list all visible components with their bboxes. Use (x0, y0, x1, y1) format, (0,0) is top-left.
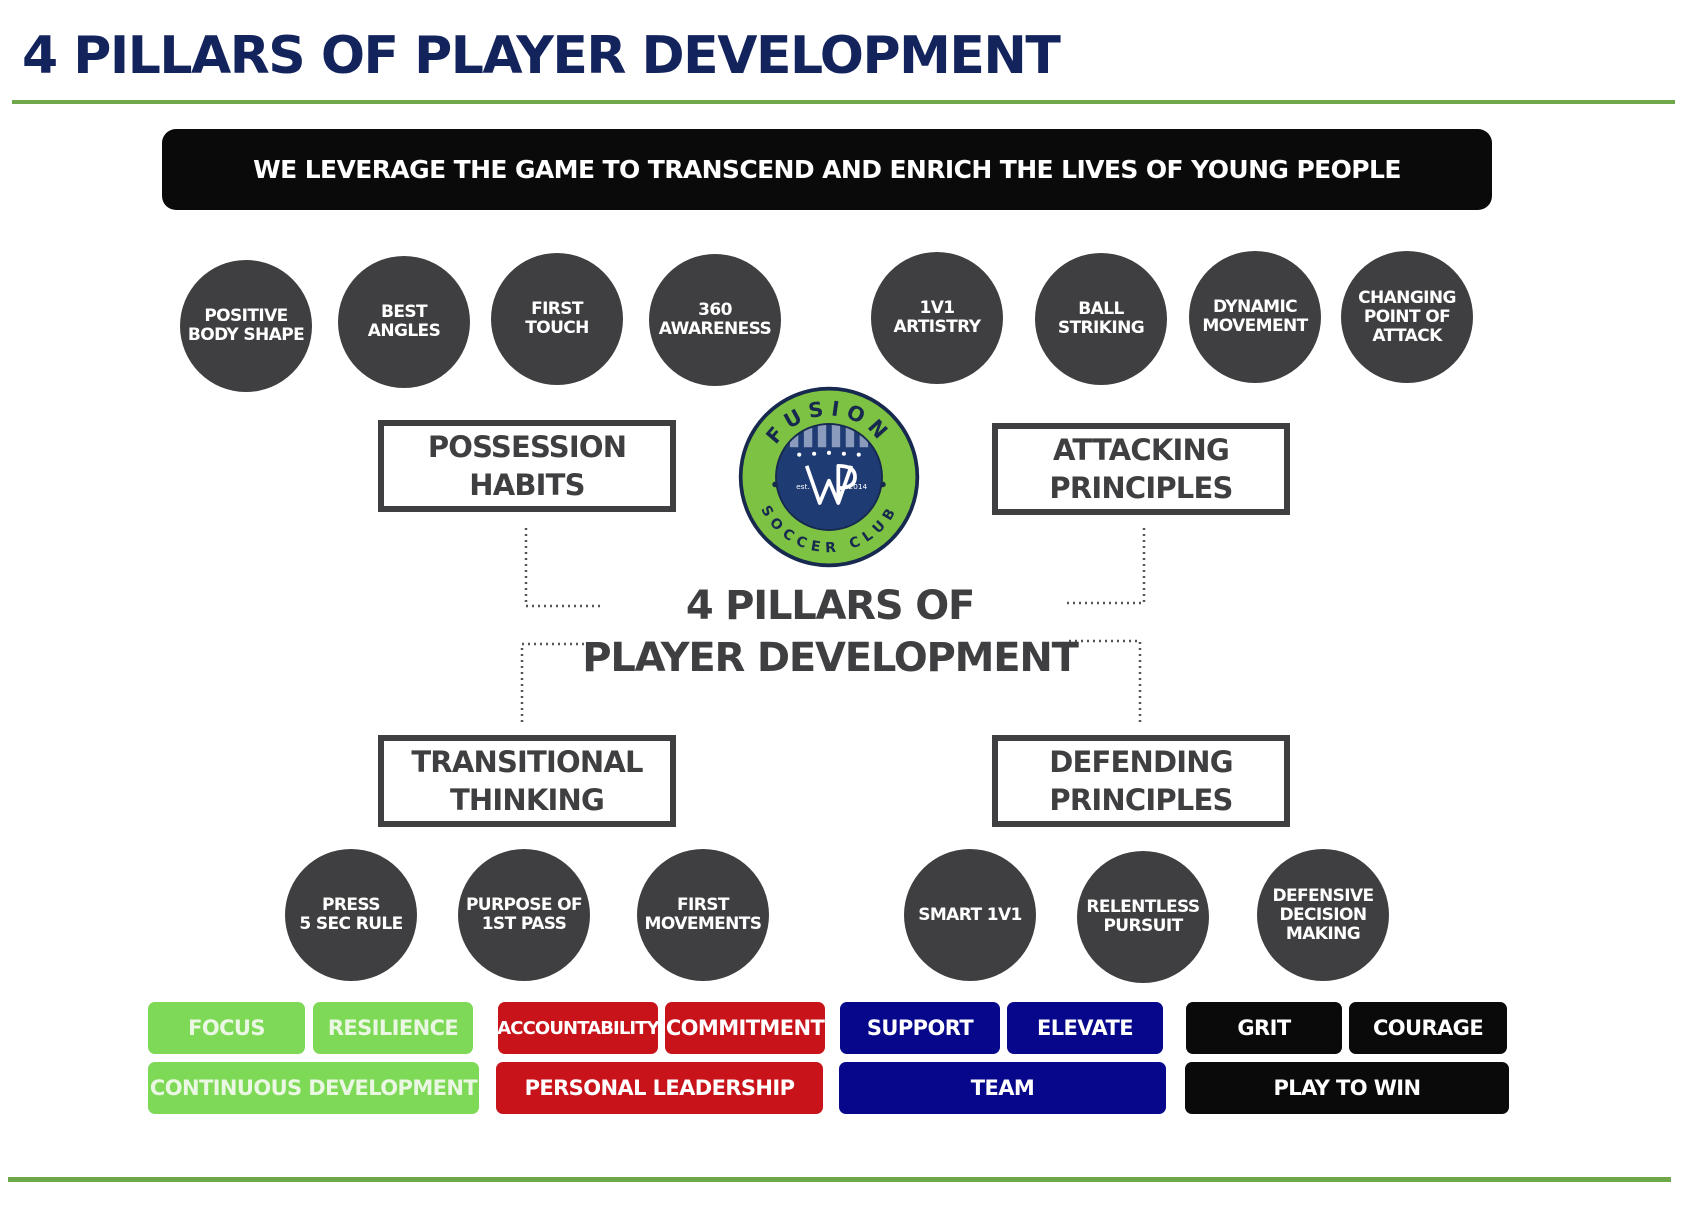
circle-smart-1v1: SMART 1V1 (904, 849, 1036, 981)
connector-attacking (1066, 528, 1146, 605)
circle-360-awareness: 360 AWARENESS (649, 254, 781, 386)
value-courage: COURAGE (1349, 1002, 1507, 1054)
value-accountability: ACCOUNTABILITY (498, 1002, 658, 1054)
value-team: TEAM (839, 1062, 1166, 1114)
mission-banner: WE LEVERAGE THE GAME TO TRANSCEND AND EN… (162, 129, 1492, 210)
circle-press-5-sec-rule: PRESS 5 SEC RULE (285, 849, 417, 981)
value-continuous-development: CONTINUOUS DEVELOPMENT (148, 1062, 479, 1114)
value-focus: FOCUS (148, 1002, 305, 1054)
circle-positive-body-shape: POSITIVE BODY SHAPE (180, 260, 312, 392)
circle-purpose-of-1st-pass: PURPOSE OF 1ST PASS (458, 849, 590, 981)
circle-1v1-artistry: 1V1 ARTISTRY (871, 252, 1003, 384)
value-resilience: RESILIENCE (313, 1002, 473, 1054)
circle-defensive-decision-making: DEFENSIVE DECISION MAKING (1257, 849, 1389, 981)
logo-est: est. (796, 482, 810, 491)
circle-first-touch: FIRST TOUCH (491, 253, 623, 385)
logo-year: 2014 (848, 482, 867, 491)
pillar-defending-principles: DEFENDING PRINCIPLES (992, 735, 1290, 827)
value-play-to-win: PLAY TO WIN (1185, 1062, 1509, 1114)
value-grit: GRIT (1186, 1002, 1342, 1054)
circle-first-movements: FIRST MOVEMENTS (637, 849, 769, 981)
bottom-divider (8, 1177, 1671, 1182)
value-commitment: COMMITMENT (665, 1002, 825, 1054)
pillar-possession-habits: POSSESSION HABITS (378, 420, 676, 512)
circle-best-angles: BEST ANGLES (338, 256, 470, 388)
circle-changing-point-of-attack: CHANGING POINT OF ATTACK (1341, 251, 1473, 383)
circle-relentless-pursuit: RELENTLESS PURSUIT (1077, 851, 1209, 983)
center-title: 4 PILLARS OF PLAYER DEVELOPMENT (582, 583, 1079, 681)
value-elevate: ELEVATE (1007, 1002, 1163, 1054)
page-title: 4 PILLARS OF PLAYER DEVELOPMENT (22, 26, 1061, 86)
value-support: SUPPORT (840, 1002, 1000, 1054)
pillar-attacking-principles: ATTACKING PRINCIPLES (992, 423, 1290, 515)
value-personal-leadership: PERSONAL LEADERSHIP (496, 1062, 823, 1114)
top-divider (12, 100, 1675, 104)
circle-dynamic-movement: DYNAMIC MOVEMENT (1189, 251, 1321, 383)
connector-transitional (520, 642, 604, 722)
circle-ball-striking: BALL STRIKING (1035, 253, 1167, 385)
club-logo: est. 2014 FUSION SOCCER CLUB (738, 386, 920, 568)
pillar-transitional-thinking: TRANSITIONAL THINKING (378, 735, 676, 827)
monogram-wp-icon (804, 463, 857, 505)
connector-possession (524, 528, 603, 608)
